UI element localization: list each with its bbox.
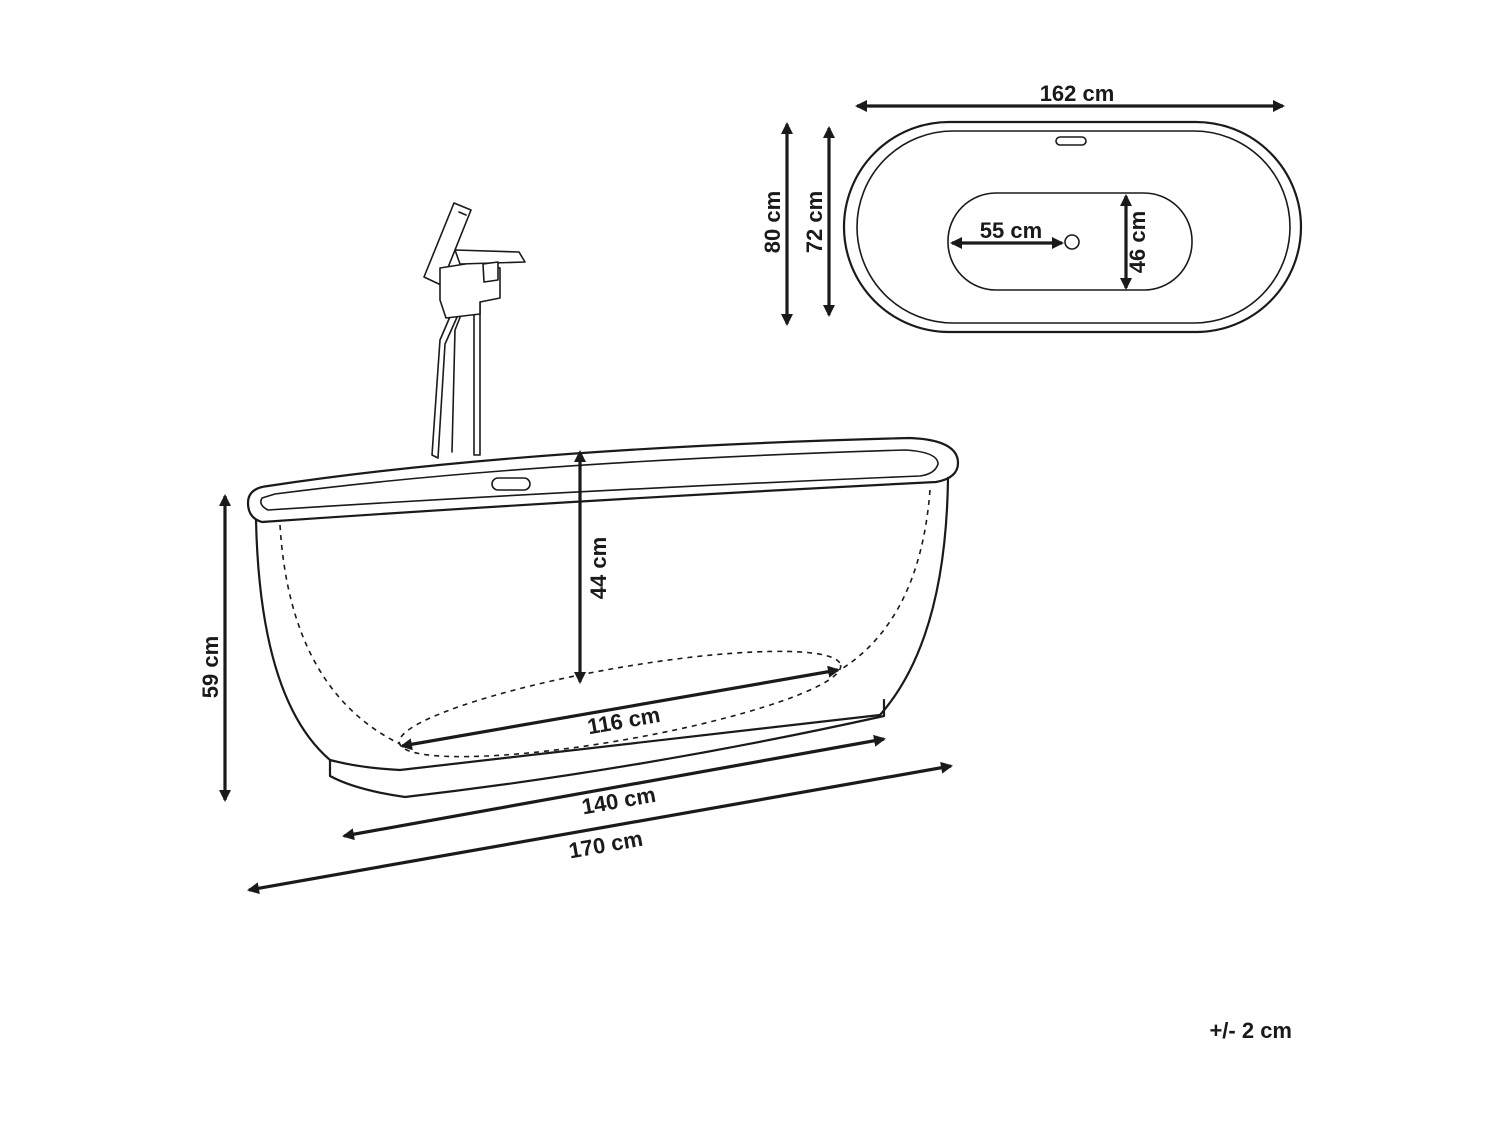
dim-label-46: 46 cm <box>1125 211 1150 273</box>
side-view: 44 cm 116 cm 59 cm 140 cm 170 cm <box>198 436 960 895</box>
top-view: 162 cm 80 cm 72 cm 55 cm 46 cm <box>760 81 1303 334</box>
dim-label-80: 80 cm <box>760 191 785 253</box>
faucet-lever <box>482 261 499 283</box>
dim-label-44: 44 cm <box>586 537 611 599</box>
tub-inner-rim <box>856 130 1291 324</box>
dim-label-55: 55 cm <box>980 218 1042 243</box>
dim-label-116: 116 cm <box>585 702 662 739</box>
tub-outer-rim <box>842 120 1303 334</box>
tub-rim-top <box>246 436 960 524</box>
tub-inner-wall-dashed <box>279 489 931 745</box>
dim-label-72: 72 cm <box>802 191 827 253</box>
tub-basin-floor <box>947 192 1193 291</box>
overflow-icon <box>1055 136 1087 146</box>
dim-arrow-140 <box>342 734 886 841</box>
tub-floor-dashed <box>398 650 842 758</box>
dim-label-140: 140 cm <box>580 782 658 820</box>
tolerance-note: +/- 2 cm <box>1209 1018 1292 1043</box>
floor-faucet <box>423 202 526 459</box>
overflow-icon-side <box>491 477 531 491</box>
dim-label-162: 162 cm <box>1040 81 1115 106</box>
dim-label-59: 59 cm <box>198 636 223 698</box>
faucet-spout <box>454 249 526 265</box>
tub-rim-inner <box>260 449 939 511</box>
dim-arrow-116 <box>400 665 840 751</box>
drain-icon <box>1064 234 1080 250</box>
dim-arrow-170 <box>247 761 953 895</box>
